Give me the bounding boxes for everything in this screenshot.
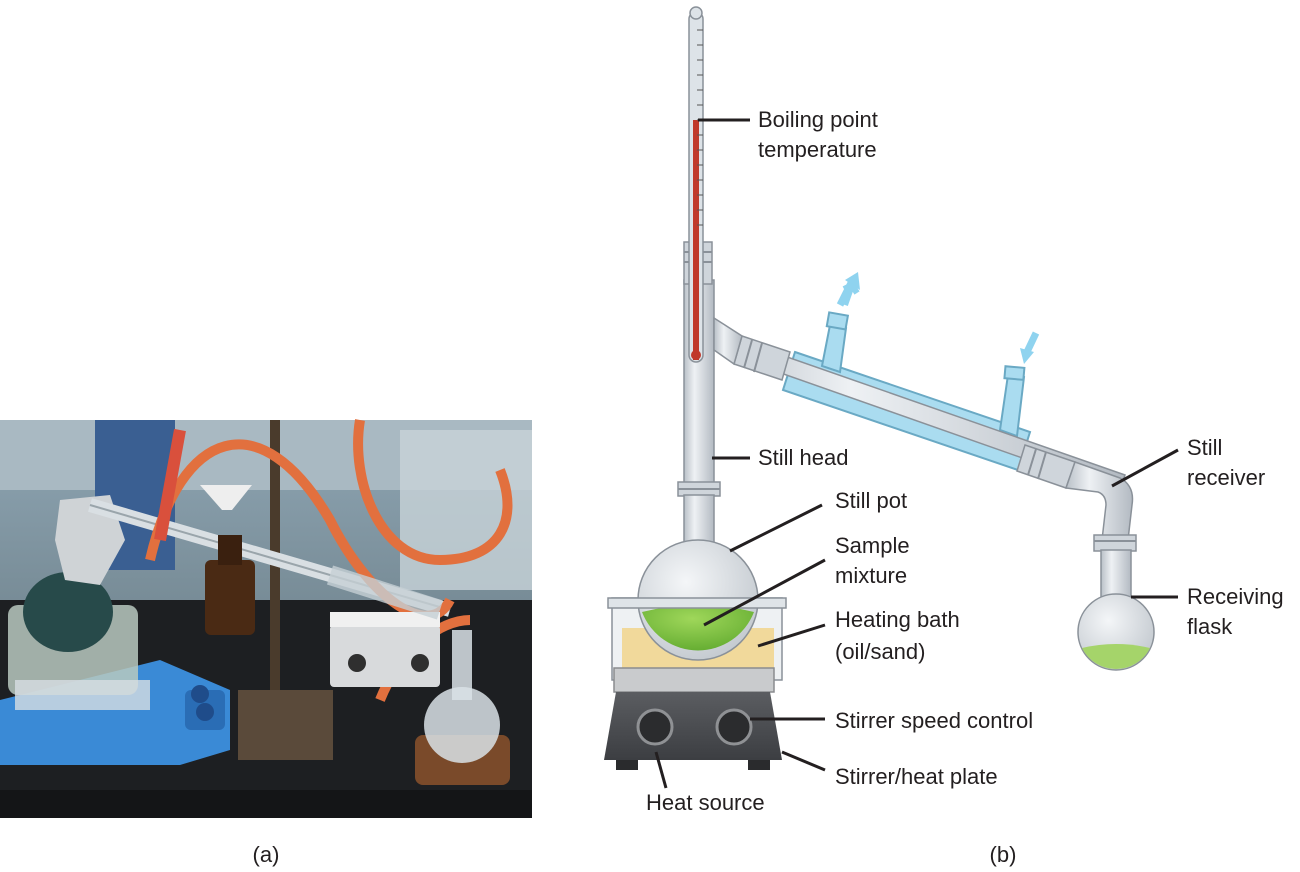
apparatus-diagram: Boiling point temperature Still head Sti… [604, 6, 1284, 815]
panel-a-caption: (a) [253, 842, 280, 867]
water-in-arrow [1020, 331, 1040, 364]
still-receiver-label-line2: receiver [1187, 465, 1265, 490]
stirrer-knob [715, 708, 753, 746]
photo-panel [0, 419, 532, 818]
heating-bath-label: Heating bath [835, 607, 960, 632]
thermometer [688, 6, 704, 363]
boiling-point-label-line2: temperature [758, 137, 877, 162]
water-out-arrow [836, 272, 860, 307]
sample-mixture-label: Sample [835, 533, 910, 558]
receiving-flask-label: Receiving [1187, 584, 1284, 609]
heat-knob [636, 708, 674, 746]
heat-source-label: Heat source [646, 790, 765, 815]
side-arm-joint [733, 335, 791, 381]
still-receiver-label: Still [1187, 435, 1222, 460]
boiling-point-label: Boiling point [758, 107, 878, 132]
panel-b-caption: (b) [990, 842, 1017, 867]
still-pot [637, 494, 759, 661]
condenser [703, 311, 1126, 493]
bath-rim [607, 597, 787, 609]
sample-mixture-label-line2: mixture [835, 563, 907, 588]
still-head-label: Still head [758, 445, 849, 470]
receiving-flask-label-line2: flask [1187, 614, 1233, 639]
still-pot-label: Still pot [835, 488, 907, 513]
stirrer-heat-plate [604, 667, 782, 770]
condenser-outlet-joint [1016, 444, 1076, 489]
receiving-flask [1077, 549, 1155, 671]
stirrer-heat-plate-label: Stirrer/heat plate [835, 764, 998, 789]
leader-lines [654, 118, 1179, 789]
stirrer-speed-control-label: Stirrer speed control [835, 708, 1033, 733]
heating-bath-label-line2: (oil/sand) [835, 639, 925, 664]
